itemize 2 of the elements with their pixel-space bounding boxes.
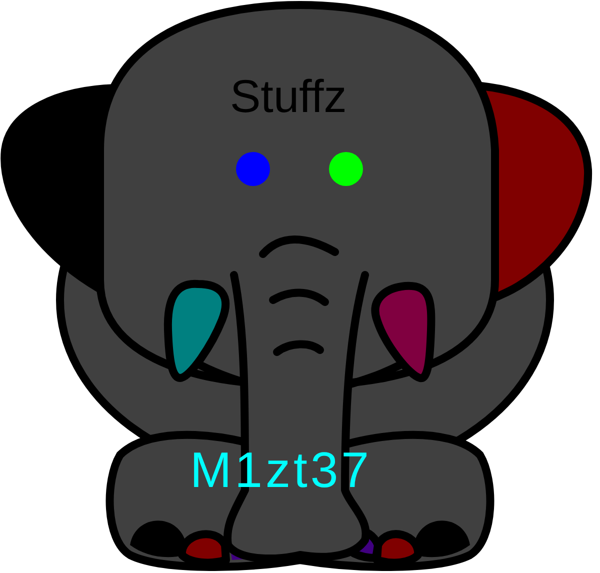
label-text: Stuffz	[230, 73, 347, 119]
label-text: M1zt37	[190, 445, 372, 495]
